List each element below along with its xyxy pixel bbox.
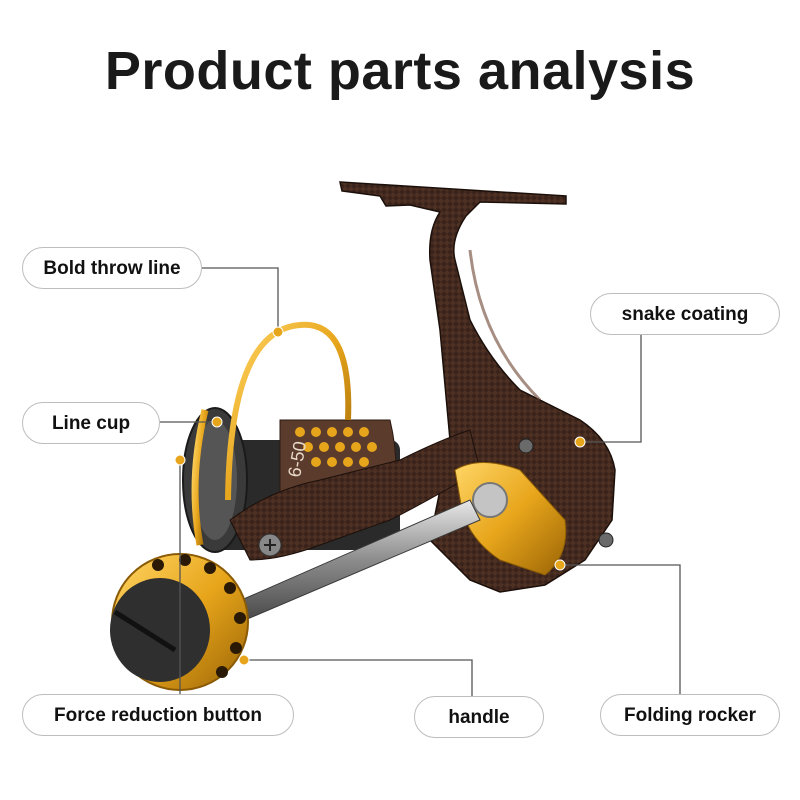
bail-wire bbox=[225, 321, 352, 501]
reel-foot bbox=[339, 181, 616, 593]
callout-snake-coating: snake coating bbox=[590, 293, 780, 335]
callout-handle: handle bbox=[414, 696, 544, 738]
callout-line-cup: Line cup bbox=[22, 402, 160, 444]
leader-folding-rocker bbox=[560, 564, 681, 694]
dot-handle bbox=[238, 654, 250, 666]
page-title: Product parts analysis bbox=[104, 41, 696, 101]
dot-bold-throw-line bbox=[272, 326, 284, 338]
callout-bold-throw-line: Bold throw line bbox=[22, 247, 202, 289]
dot-line-cup bbox=[211, 416, 223, 428]
leader-handle bbox=[244, 659, 473, 696]
callout-force-reduction-button: Force reduction button bbox=[22, 694, 294, 736]
dot-folding-rocker bbox=[554, 559, 566, 571]
leader-lines bbox=[160, 267, 681, 696]
handle-knob bbox=[110, 553, 249, 691]
dot-snake-coating bbox=[574, 436, 586, 448]
leader-bold-throw-line bbox=[202, 267, 279, 330]
leader-snake-coating bbox=[580, 315, 642, 443]
screw-upper bbox=[518, 438, 534, 454]
gold-side-cover bbox=[454, 462, 567, 576]
callout-folding-rocker: Folding rocker bbox=[600, 694, 780, 736]
dot-force-reduction bbox=[174, 454, 186, 466]
screw-lower bbox=[598, 532, 614, 548]
